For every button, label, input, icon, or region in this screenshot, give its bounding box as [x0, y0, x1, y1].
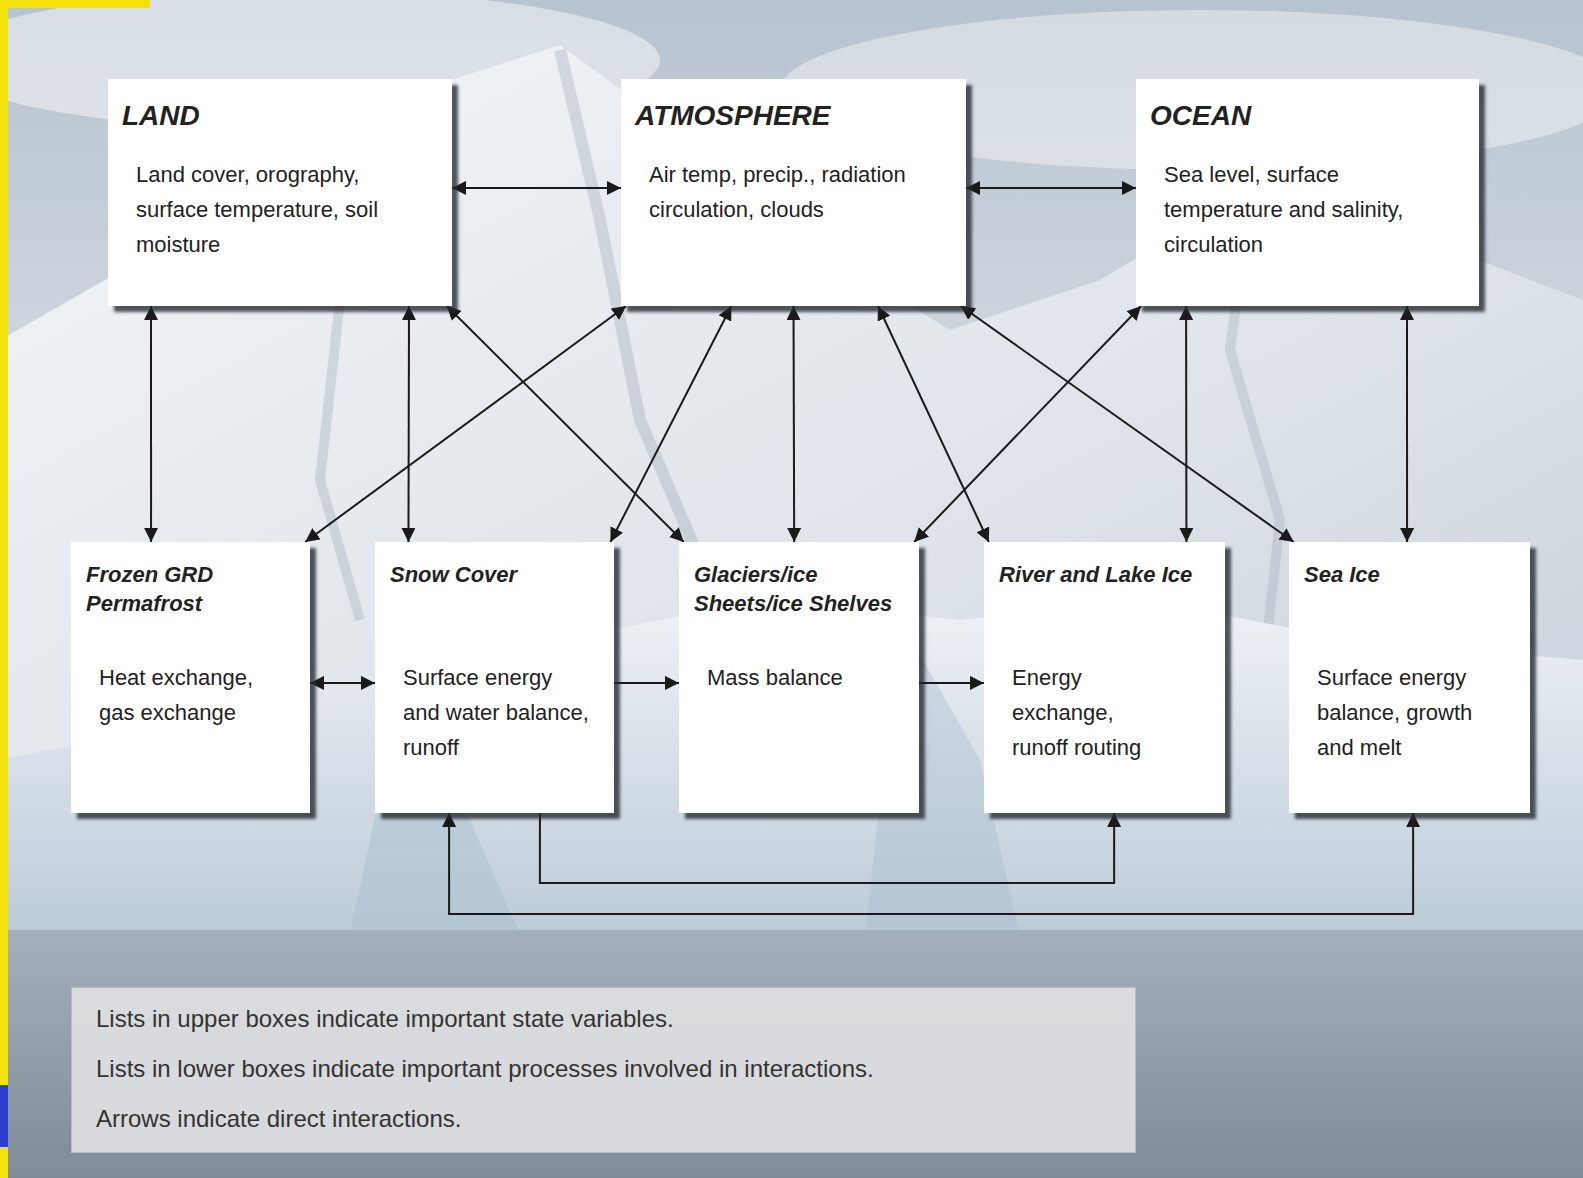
- box-body: Air temp, precip., radiation circulation…: [649, 157, 909, 227]
- component-box: ATMOSPHERE Air temp, precip., radiation c…: [621, 79, 966, 306]
- component-box: OCEAN Sea level, surface temperature and …: [1136, 79, 1479, 306]
- mountain: [0, 45, 1583, 900]
- interaction-arrow: [878, 306, 989, 542]
- interaction-arrow: [919, 682, 984, 684]
- box-heading: Snow Cover: [390, 560, 604, 660]
- box-heading: ATMOSPHERE: [635, 99, 956, 133]
- box-heading: Sea Ice: [1304, 560, 1520, 660]
- interaction-arrow: [310, 682, 375, 684]
- process-box: Snow CoverSurface energy and water balan…: [375, 542, 614, 813]
- process-box: Sea IceSurface energy balance, growth an…: [1289, 542, 1530, 813]
- interaction-arrow: [407, 306, 410, 542]
- box-body: Mass balance: [707, 660, 897, 695]
- box-heading: Glaciers/ice Sheets/ice Shelves: [694, 560, 909, 660]
- slide-border: [0, 0, 8, 1178]
- interaction-arrow: [1185, 306, 1187, 542]
- interaction-arrow: [447, 306, 684, 542]
- box-body: Energy exchange, runoff routing: [1012, 660, 1172, 765]
- box-heading: Frozen GRD Permafrost: [86, 560, 300, 660]
- slide-border: [0, 1085, 8, 1147]
- interaction-arrow: [610, 306, 731, 542]
- interaction-arrow: [449, 813, 1413, 914]
- interaction-arrow: [452, 187, 621, 189]
- water: [0, 930, 1583, 1178]
- box-body: Surface energy and water balance, runoff: [403, 660, 593, 765]
- box-body: Land cover, orography, surface temperatu…: [136, 157, 426, 262]
- interaction-arrow: [966, 187, 1136, 189]
- interaction-arrow: [305, 306, 626, 542]
- process-box: Frozen GRD PermafrostHeat exchange, gas …: [71, 542, 310, 813]
- slide-border: [0, 0, 150, 8]
- box-heading: LAND: [122, 99, 442, 133]
- interaction-arrow: [793, 306, 796, 542]
- process-box: Glaciers/ice Sheets/ice ShelvesMass bala…: [679, 542, 919, 813]
- interaction-arrow: [614, 682, 679, 684]
- interaction-arrow: [1406, 306, 1408, 542]
- interaction-arrow: [150, 306, 152, 542]
- box-body: Sea level, surface temperature and salin…: [1164, 157, 1404, 262]
- interaction-arrow: [961, 306, 1294, 542]
- interaction-arrow: [540, 813, 1114, 883]
- interaction-arrow: [914, 306, 1141, 542]
- note-text: Lists in lower boxes indicate important …: [96, 1044, 1115, 1094]
- box-body: Surface energy balance, growth and melt: [1317, 660, 1507, 765]
- component-box: LAND Land cover, orography, surface tempe…: [108, 79, 452, 306]
- box-body: Heat exchange, gas exchange: [99, 660, 279, 730]
- process-box: River and Lake IceEnergy exchange, runof…: [984, 542, 1225, 813]
- box-heading: River and Lake Ice: [999, 560, 1215, 660]
- note-text: Lists in upper boxes indicate important …: [96, 994, 1115, 1044]
- note-text: Arrows indicate direct interactions.: [96, 1094, 1115, 1144]
- note-box: Lists in upper boxes indicate important …: [71, 987, 1136, 1153]
- box-heading: OCEAN: [1150, 99, 1469, 133]
